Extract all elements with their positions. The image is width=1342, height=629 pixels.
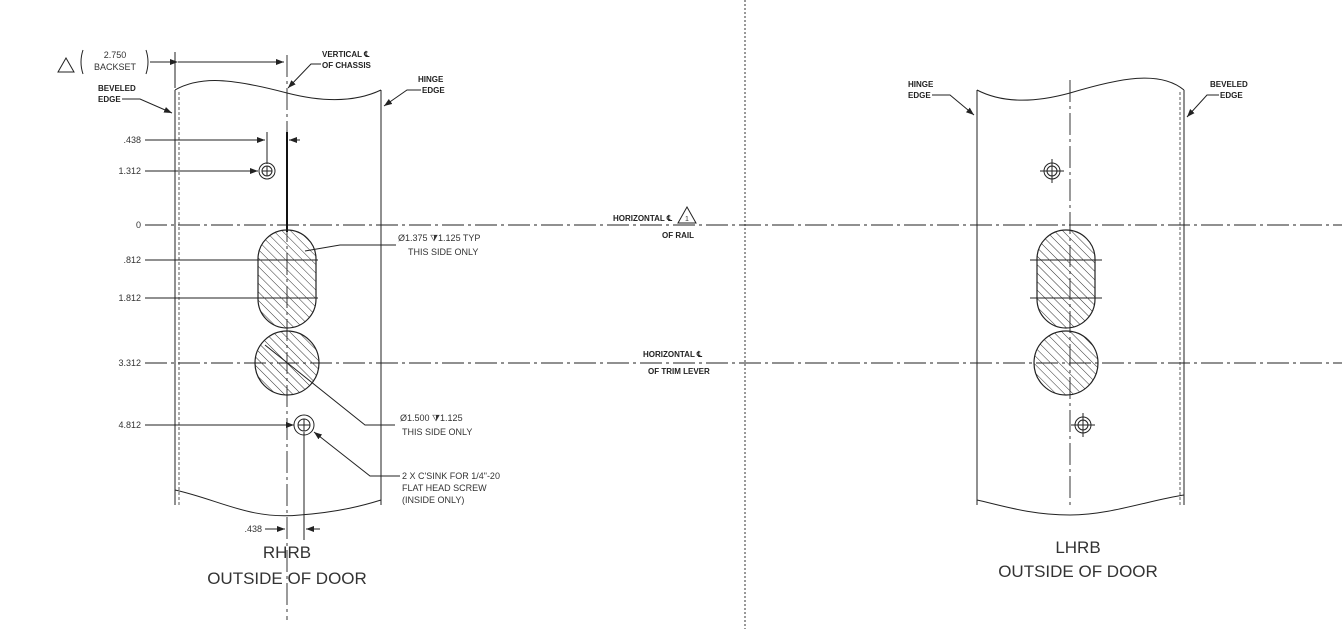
dim-label: .812 [123,255,141,265]
slot-note: Ø1.375 ⧩1.125 TYP [398,233,480,243]
dim-label: 4.812 [118,420,141,430]
hinge-edge-label: HINGE [418,75,444,84]
slot-note-2: THIS SIDE ONLY [408,247,478,257]
dim-label: 0 [136,220,141,230]
vertical-cl-label: VERTICAL ℄ [322,50,370,59]
slot-bore [1036,229,1096,329]
revision-triangle-icon [57,56,75,73]
hinge-edge-label-2: EDGE [422,86,445,95]
screw-note-3: (INSIDE ONLY) [402,495,464,505]
rail-cl-label-2: OF RAIL [662,231,694,240]
revision-triangle-icon [677,205,697,224]
view-subtitle: OUTSIDE OF DOOR [998,562,1158,581]
beveled-edge-label-2: EDGE [1220,91,1243,100]
left-door-view: 2.750 BACKSET VERTICAL ℄ OF CHASSIS BEVE… [57,49,500,620]
view-title: LHRB [1055,538,1100,557]
rail-cl-label: HORIZONTAL ℄ [613,214,673,223]
hole-note: Ø1.500 ⧩1.125 [400,413,463,423]
door-top-break [174,80,382,101]
view-subtitle: OUTSIDE OF DOOR [207,569,367,588]
screw-note: 2 X C'SINK FOR 1/4"-20 [402,471,500,481]
trim-cl-label: HORIZONTAL ℄ [643,350,703,359]
beveled-edge-label-2: EDGE [98,95,121,104]
beveled-edge-label: BEVELED [1210,80,1248,89]
mounting-hole-top [258,162,276,180]
hinge-edge-label-2: EDGE [908,91,931,100]
revision-number: 1 [685,216,689,223]
hinge-edge-label: HINGE [908,80,934,89]
beveled-edge-label: BEVELED [98,84,136,93]
screw-note-2: FLAT HEAD SCREW [402,483,487,493]
backset-label: BACKSET [94,62,137,72]
dim-label: .438 [244,524,262,534]
mounting-hole-bottom [1071,413,1095,437]
mounting-hole-bottom [293,414,315,436]
view-title: RHRB [263,543,311,562]
right-door-view: HINGE EDGE BEVELED EDGE LHRB OUTSIDE OF … [908,77,1248,581]
dim-label: 3.312 [118,358,141,368]
trim-cl-label-2: OF TRIM LEVER [648,367,710,376]
dim-label: 1.312 [118,166,141,176]
mounting-hole-top [1040,159,1064,183]
backset-value: 2.750 [104,50,127,60]
lever-bore [1033,330,1099,396]
dim-label: 1.812 [118,293,141,303]
slot-bore [257,229,317,329]
dim-label: .438 [123,135,141,145]
hole-note-2: THIS SIDE ONLY [402,427,472,437]
vertical-cl-label-2: OF CHASSIS [322,61,372,70]
